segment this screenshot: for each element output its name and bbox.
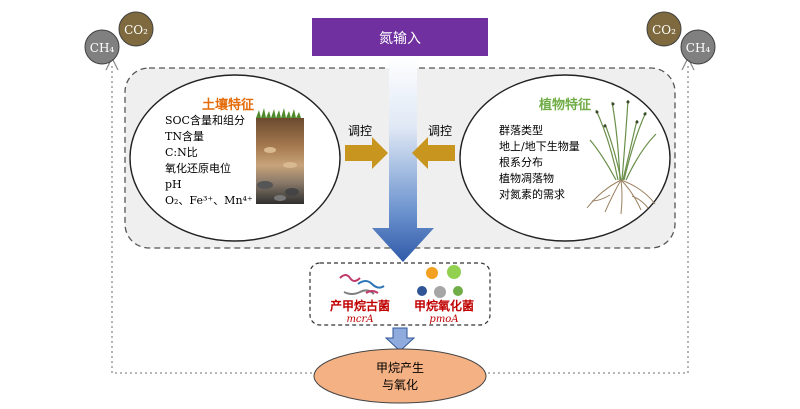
plant-item: 植物凋落物 (499, 171, 554, 185)
nitrogen-input-box (312, 18, 488, 56)
plant-items: 群落类型 地上/地下生物量 根系分布 植物凋落物 对氮素的需求 (499, 123, 580, 201)
co2-label: CO₂ (652, 23, 676, 37)
methanogen-name: 产甲烷古菌 (330, 298, 390, 313)
plant-characteristics-ellipse (459, 74, 671, 242)
soil-item: pH (165, 178, 182, 191)
feedback-loop-left (111, 66, 312, 374)
methanotroph-name: 甲烷氧化菌 (414, 298, 474, 313)
co2-label: CO₂ (124, 23, 148, 37)
methanogen-gene: mcrA (346, 314, 373, 325)
soil-item: O₂、Fe³⁺、Mn⁴⁺ (165, 194, 253, 207)
plant-item: 地上/地下生物量 (499, 139, 580, 153)
plant-title: 植物特征 (538, 97, 591, 113)
soil-item: 氧化还原电位 (165, 161, 231, 175)
soil-item: C:N比 (165, 146, 198, 159)
result-line1: 甲烷产生 (376, 361, 424, 375)
gas-co2-right: CO₂ (646, 11, 682, 47)
regulate-label-right: 调控 (428, 124, 452, 138)
grass-plant-image (586, 99, 657, 215)
ch4-label: CH₄ (686, 41, 711, 55)
regulate-arrow-left (345, 137, 388, 169)
ch4-label: CH₄ (90, 41, 115, 55)
plant-item: 根系分布 (499, 155, 543, 169)
regulate-arrow-right (412, 137, 455, 169)
plant-item: 群落类型 (499, 123, 543, 137)
microbe-box (309, 262, 491, 326)
nitrogen-input-label: 氮输入 (379, 31, 421, 47)
methane-process-ellipse (313, 348, 487, 404)
methanotroph-icon (417, 265, 463, 298)
methanotroph-gene: pmoA (429, 314, 458, 325)
regulate-label-left: 调控 (348, 124, 372, 138)
result-line2: 与氧化 (382, 378, 418, 392)
feedback-loop-right (488, 66, 689, 374)
gas-ch4-right: CH₄ (680, 29, 716, 65)
gas-co2-left: CO₂ (118, 11, 154, 47)
soil-profile-image (256, 108, 304, 204)
nitrogen-flow-arrow (372, 56, 434, 262)
gas-ch4-left: CH₄ (84, 29, 120, 65)
soil-title: 土壤特征 (202, 97, 254, 113)
soil-items: SOC含量和组分 TN含量 C:N比 氧化还原电位 pH O₂、Fe³⁺、Mn⁴… (165, 113, 253, 207)
soil-item: SOC含量和组分 (165, 113, 245, 127)
soil-item: TN含量 (165, 129, 204, 143)
methanogen-icon (339, 274, 385, 295)
process-arrow (384, 327, 416, 352)
plant-item: 对氮素的需求 (499, 187, 565, 201)
